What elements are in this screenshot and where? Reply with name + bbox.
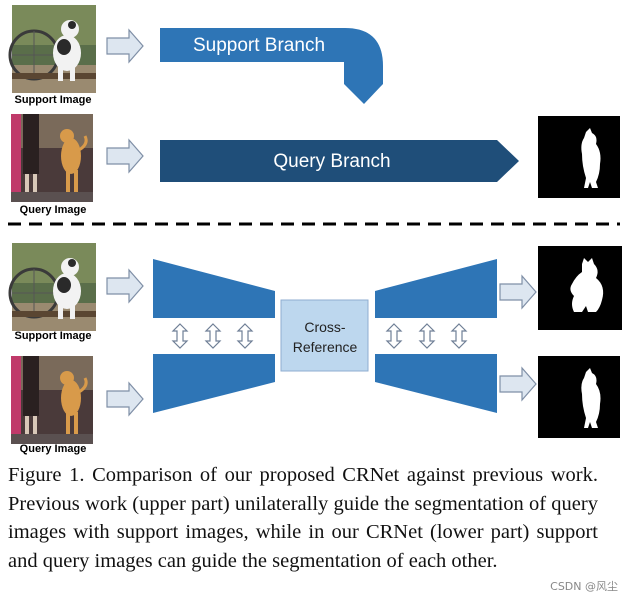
support-image-lower (8, 241, 98, 333)
double-arrow-icon (419, 323, 435, 349)
query-decoder-trapezoid (375, 354, 497, 413)
cross-reference-box (280, 299, 369, 372)
watermark: CSDN @风尘 (550, 580, 618, 593)
support-image-label-lower: Support Image (14, 330, 91, 342)
right-arrow-icon (106, 29, 144, 63)
support-image-upper (8, 3, 98, 95)
cross-reference-label-line1: Cross- (304, 319, 346, 335)
double-arrow-icon (237, 323, 253, 349)
query-image-label-upper: Query Image (20, 204, 87, 216)
query-image-upper (9, 112, 95, 204)
right-arrow-icon (106, 139, 144, 173)
cross-reference-label-line2: Reference (293, 339, 358, 355)
support-decoder-trapezoid (375, 259, 497, 318)
double-arrow-icon (386, 323, 402, 349)
upper-part: Support Image Support Branch Query Image… (8, 3, 620, 216)
segmentation-mask-support (538, 246, 622, 330)
lower-part: Support Image Query Image Cross- Referen… (8, 241, 622, 455)
query-branch-label: Query Branch (273, 151, 390, 172)
crnet-diagram: Support Image Support Branch Query Image… (8, 3, 622, 455)
query-image-lower (9, 354, 95, 446)
query-branch-shape (160, 140, 519, 182)
double-arrow-icon (451, 323, 467, 349)
double-arrow-icon (172, 323, 188, 349)
segmentation-mask-upper (538, 116, 620, 198)
right-arrow-icon (106, 269, 144, 303)
query-encoder-trapezoid (153, 354, 275, 413)
query-image-label-lower: Query Image (20, 443, 87, 455)
support-branch-label: Support Branch (193, 35, 325, 56)
double-arrow-icon (205, 323, 221, 349)
support-image-label-upper: Support Image (14, 94, 91, 106)
segmentation-mask-query (538, 356, 620, 438)
support-encoder-trapezoid (153, 259, 275, 318)
right-arrow-icon (499, 275, 537, 309)
support-branch-shape (160, 28, 383, 104)
figure-caption: Figure 1. Comparison of our proposed CRN… (8, 464, 598, 572)
right-arrow-icon (106, 382, 144, 416)
right-arrow-icon (499, 367, 537, 401)
